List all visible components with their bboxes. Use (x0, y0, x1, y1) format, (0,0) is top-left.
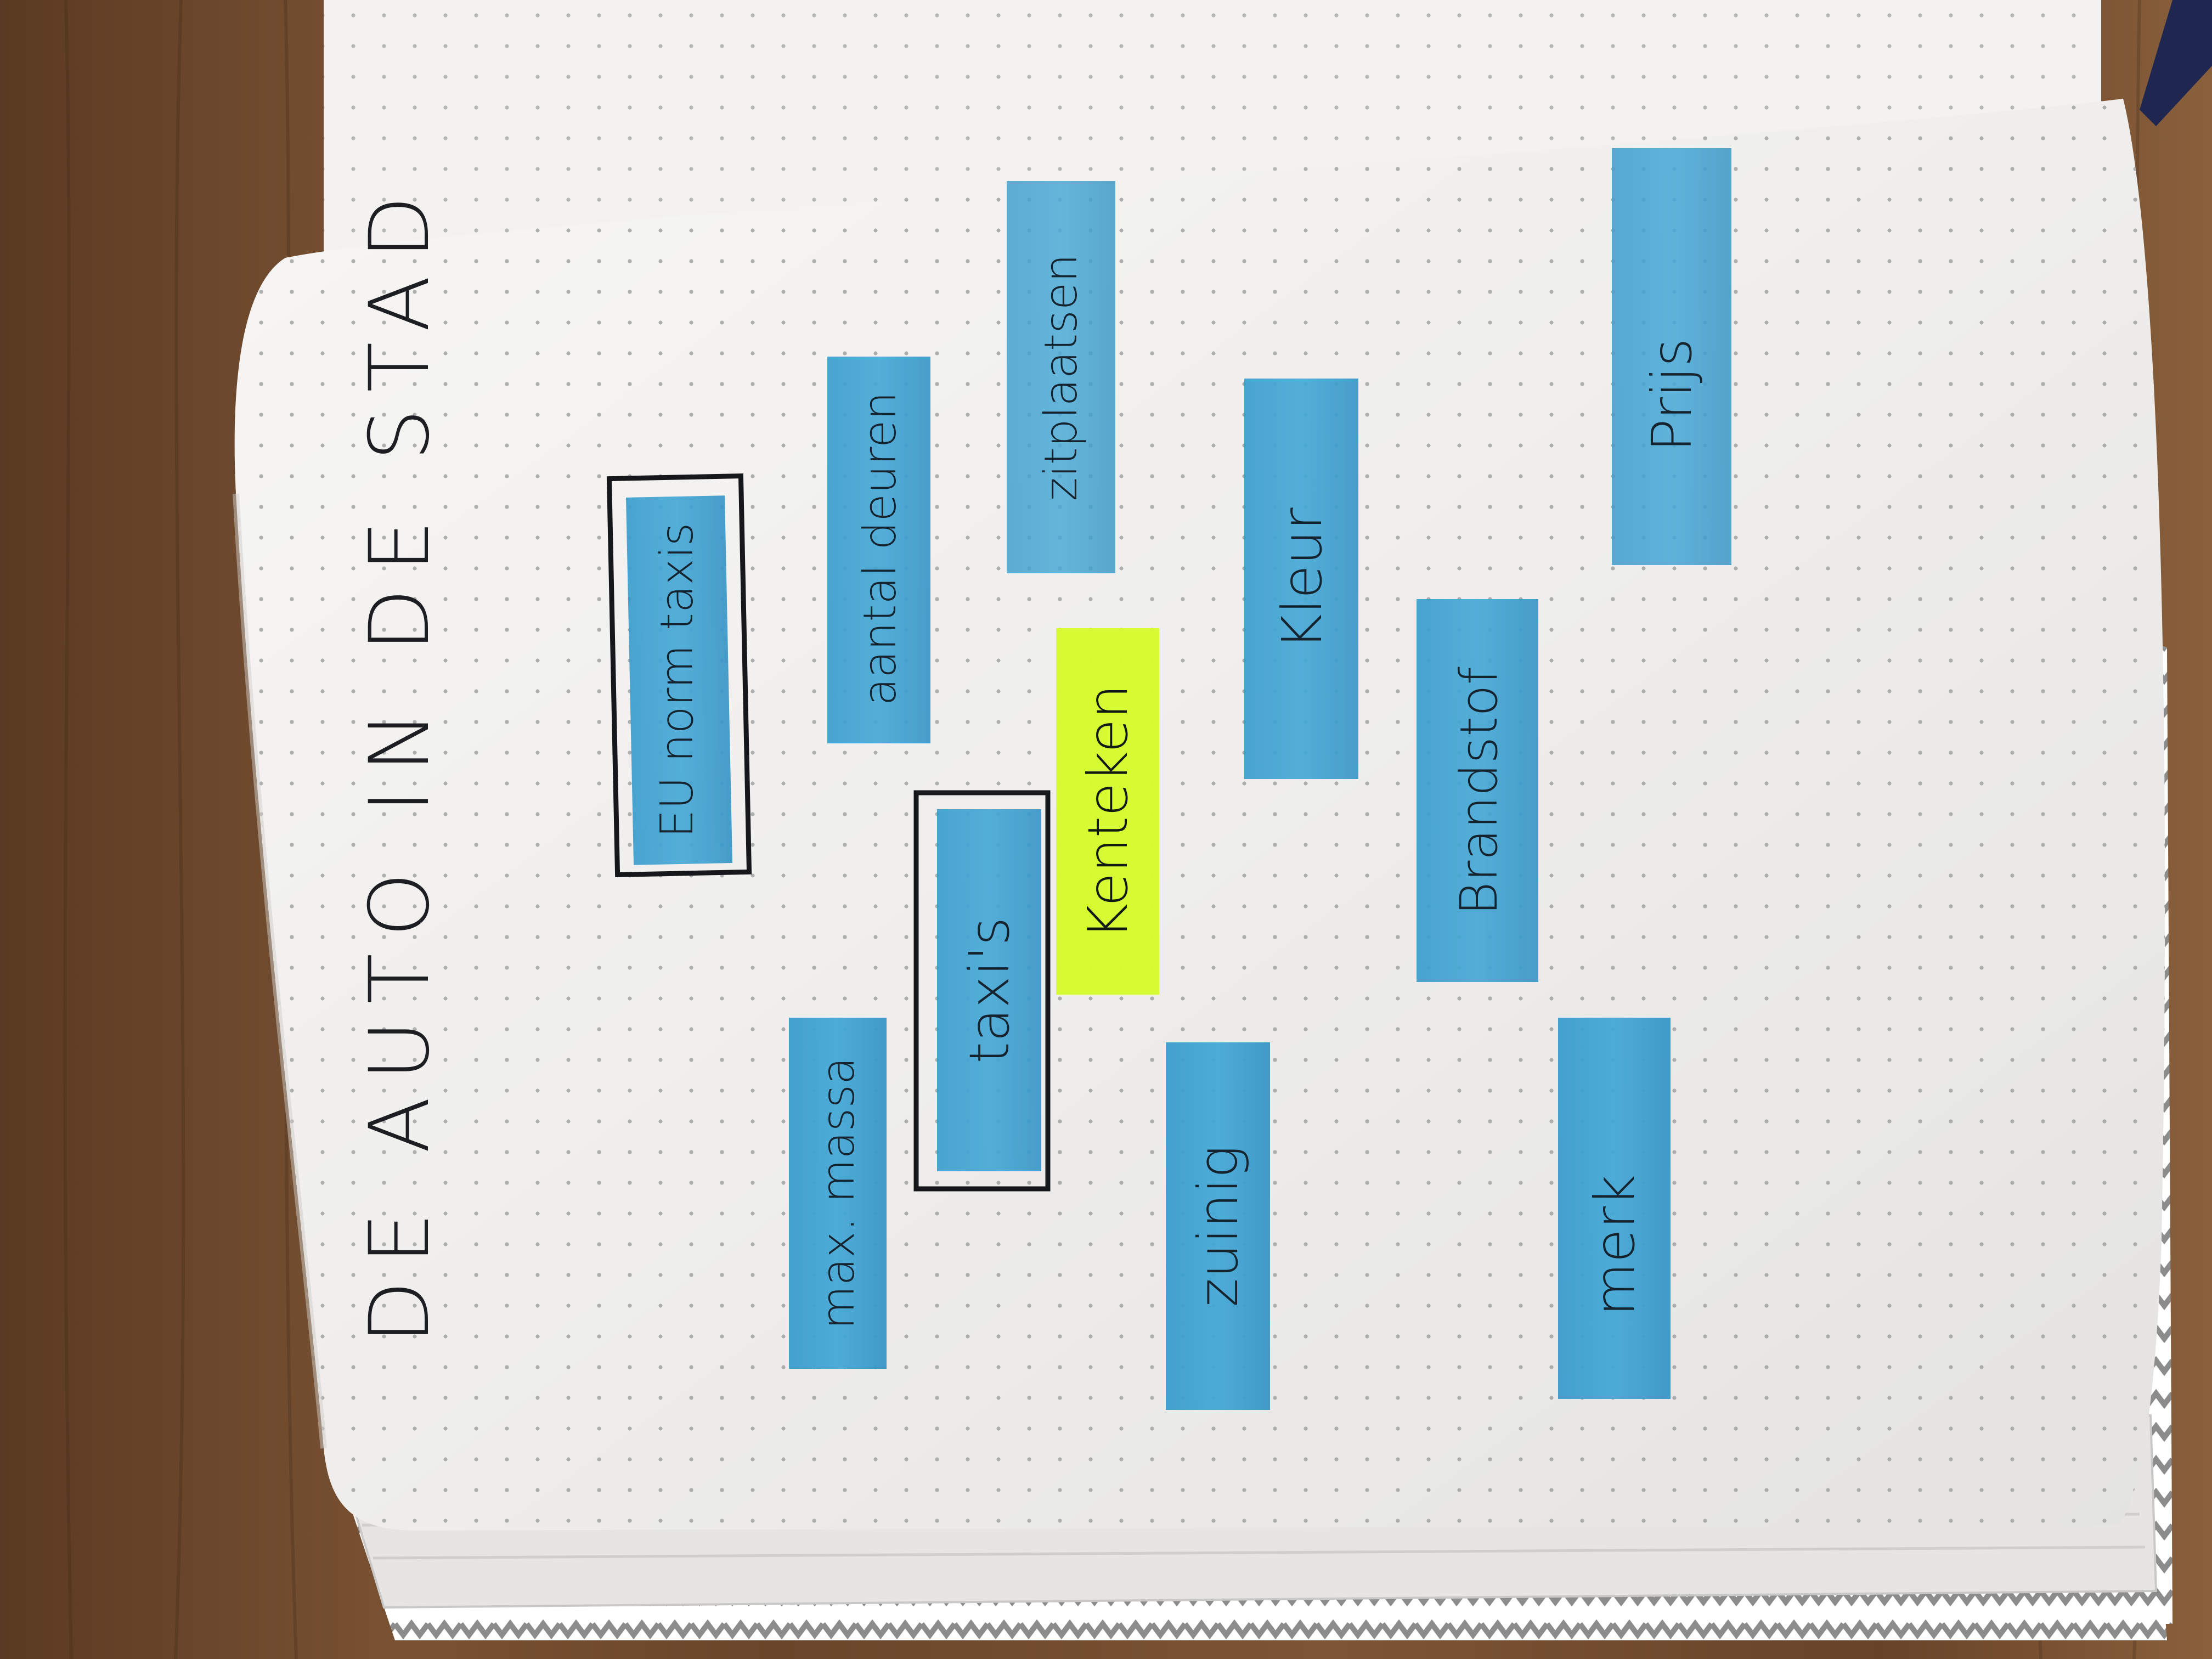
label-zitplaatsen: zitplaatsen (1035, 254, 1087, 501)
note-prijs (1612, 148, 1731, 565)
label-taxis: taxi's (957, 917, 1022, 1063)
note-kleur (1244, 379, 1358, 779)
label-kenteken: Kenteken (1076, 684, 1140, 939)
label-merk: merk (1583, 1175, 1647, 1316)
note-kenteken (1056, 628, 1159, 995)
label-kleur: Kleur (1270, 507, 1334, 650)
note-zitplaatsen (1007, 181, 1115, 573)
note-zuinig (1166, 1042, 1270, 1410)
note-brandstof (1417, 599, 1538, 982)
note-merk (1558, 1018, 1671, 1399)
label-zuinig: zuinig (1186, 1146, 1250, 1307)
label-brandstof: Brandstof (1449, 667, 1509, 915)
page-title: DE AUTO IN DE STAD (352, 179, 448, 1344)
note-aantal-deuren (827, 357, 930, 743)
label-prijs: Prijs (1640, 338, 1704, 452)
ink-box-taxis (913, 790, 1051, 1192)
label-eu-norm-taxis: EU norm taxis (651, 523, 703, 838)
ink-box-eu-norm (606, 473, 752, 878)
label-aantal-deuren: aantal deuren (854, 392, 906, 706)
note-taxis (937, 809, 1041, 1171)
note-eu-norm-taxis (626, 495, 732, 865)
bookmark-ribbon (2140, 0, 2212, 126)
note-max-massa (789, 1018, 887, 1369)
label-max-massa: max. massa (812, 1057, 865, 1330)
